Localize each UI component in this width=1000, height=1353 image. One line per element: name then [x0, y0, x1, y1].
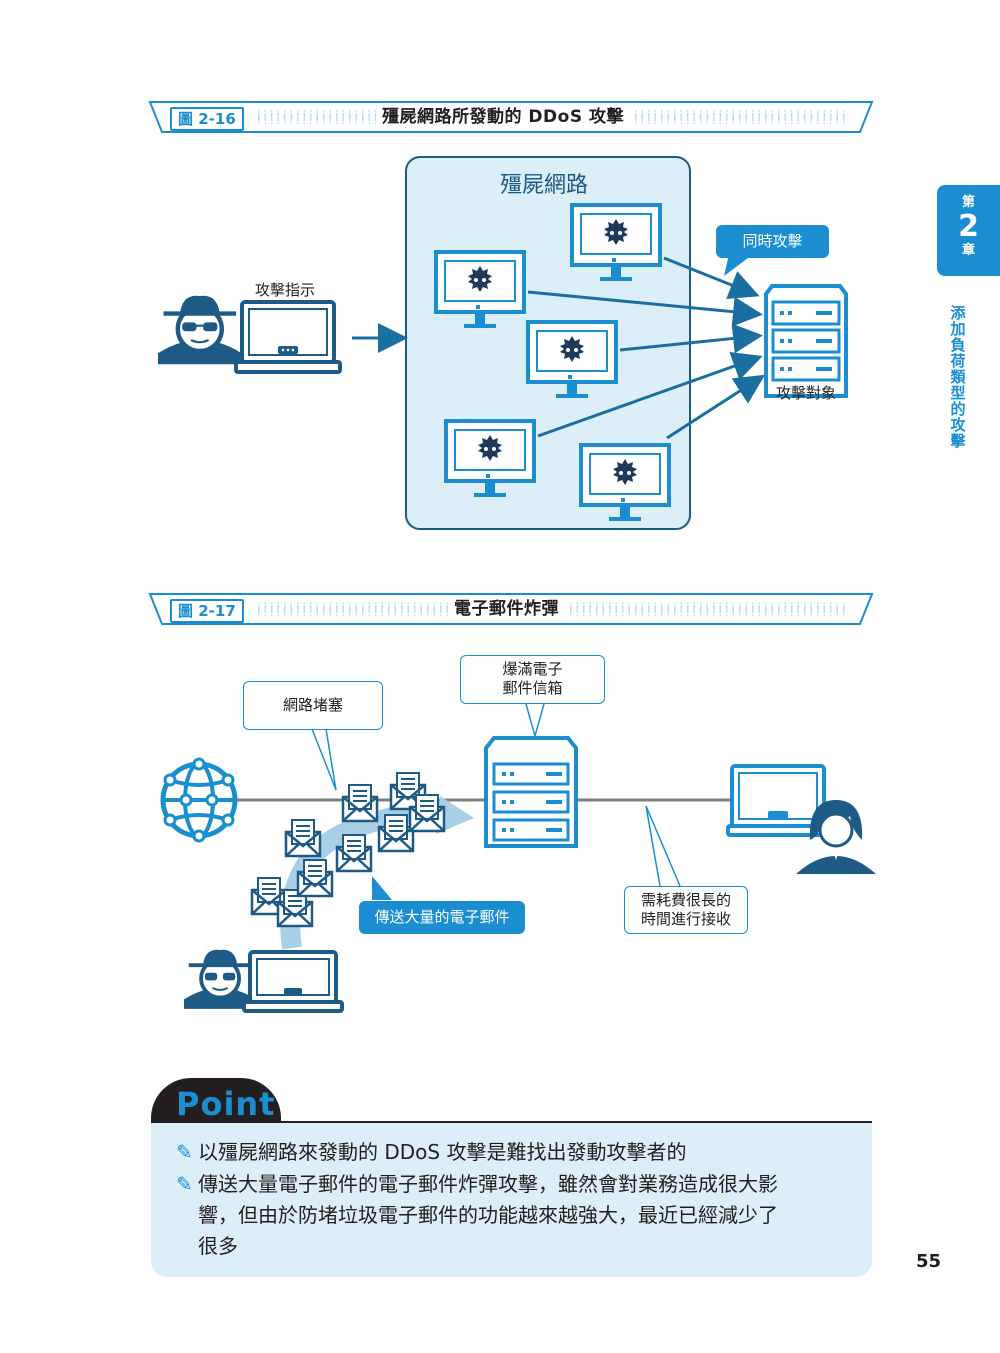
receiver-user-icon	[796, 800, 876, 874]
mailbox-full-label-line2: 郵件信箱	[502, 679, 563, 697]
simultaneous-attack-callout: 同時攻擊	[716, 225, 829, 258]
page-number: 55	[916, 1251, 942, 1272]
instruction-label: 攻擊指示	[255, 281, 316, 299]
figure-17-banner: 圖 2-17 電子郵件炸彈	[148, 592, 874, 626]
mailbox-full-callout: 爆滿電子 郵件信箱	[460, 655, 605, 704]
figure-16-banner: 圖 2-16 殭屍網路所發動的 DDoS 攻擊	[148, 100, 874, 134]
mail-bomb-diagram	[160, 703, 876, 1013]
point-heading: Point	[176, 1085, 276, 1123]
point-tab	[151, 1078, 281, 1123]
point-item: ✎以殭屍網路來發動的 DDoS 攻擊是難找出發動攻擊者的	[176, 1137, 686, 1168]
point-item-continuation: 很多	[198, 1234, 238, 1258]
long-receive-callout: 需耗費很長的 時間進行接收	[624, 886, 748, 934]
sender-attacker-icon	[184, 949, 257, 1009]
receiver-laptop-icon	[726, 764, 830, 837]
internet-globe-icon	[160, 757, 238, 843]
point-item-continuation: 響，但由於防堵垃圾電子郵件的功能越來越強大，最近已經減少了	[198, 1203, 778, 1227]
point-item: ✎傳送大量電子郵件的電子郵件炸彈攻擊，雖然會對業務造成很大影	[176, 1169, 778, 1200]
point-divider	[151, 1121, 872, 1123]
chapter-tab: 第 2 章	[937, 185, 1000, 276]
point-item-text: 以殭屍網路來發動的 DDoS 攻擊是難找出發動攻擊者的	[198, 1140, 687, 1164]
mailbox-full-label-line1: 爆滿電子	[502, 660, 563, 678]
botnet-label: 殭屍網路	[500, 173, 589, 198]
long-receive-label-line2: 時間進行接收	[640, 910, 731, 928]
mail-server-icon	[484, 736, 578, 848]
figure-title: 殭屍網路所發動的 DDoS 攻擊	[376, 106, 630, 128]
target-label: 攻擊對象	[776, 384, 837, 402]
chapter-label-bottom: 章	[961, 243, 975, 258]
ddos-diagram	[0, 156, 848, 530]
network-congestion-callout: 網路堵塞	[243, 681, 383, 730]
pencil-icon: ✎	[176, 1172, 193, 1196]
sender-laptop-icon	[242, 950, 344, 1013]
long-receive-label-line1: 需耗費很長的	[640, 891, 731, 909]
figure-title: 電子郵件炸彈	[448, 598, 565, 620]
chapter-title: 添加負荷類型的攻擊	[950, 304, 966, 450]
point-box	[151, 1122, 872, 1277]
chapter-number: 2	[958, 209, 979, 244]
send-mail-callout: 傳送大量的電子郵件	[359, 901, 525, 934]
point-item-text: 傳送大量電子郵件的電子郵件炸彈攻擊，雖然會對業務造成很大影	[198, 1172, 778, 1196]
network-congestion-label: 網路堵塞	[282, 696, 343, 714]
pencil-icon: ✎	[176, 1140, 193, 1164]
chapter-label-top: 第	[961, 195, 975, 210]
figure-number: 圖 2-16	[170, 107, 244, 131]
figure-number: 圖 2-17	[170, 599, 244, 623]
